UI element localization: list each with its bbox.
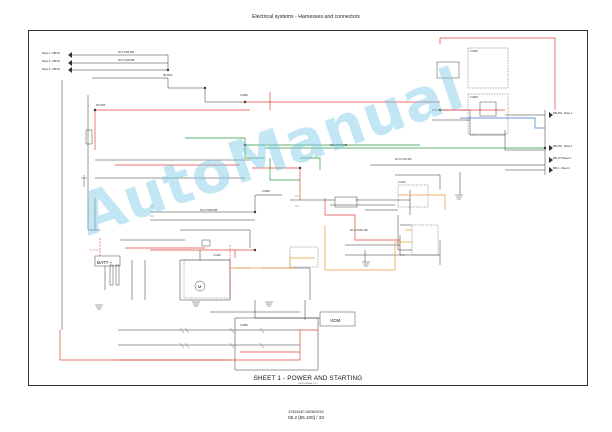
sheet-ref-right: 886-150 - Sheet 1	[553, 112, 573, 115]
diagram-labels: Sheet 1 - 886-50 Sheet 2 - 086-50 Sheet …	[42, 50, 573, 327]
sheet-ref-left: Sheet 1 - 886-50	[42, 52, 60, 55]
ground-icon	[265, 301, 273, 307]
battery-label: BATT +	[97, 260, 113, 265]
connector-ticks	[150, 195, 299, 349]
sheet-ref-right: 886-1 - Sheet 4	[553, 167, 570, 170]
ground-icon	[192, 301, 200, 307]
fuse-box	[436, 61, 460, 79]
fuse-icon	[81, 175, 87, 187]
battery-cell	[109, 264, 114, 286]
ground-icon	[362, 261, 370, 267]
connector-id: X-0093	[470, 96, 478, 99]
sheet-ref-left: Sheet 3 - 086-50	[42, 68, 60, 71]
connector-id: X-0069	[240, 324, 248, 327]
diagram-frame	[28, 30, 588, 386]
motor-label: M	[198, 284, 201, 289]
connector-id: X-0082	[262, 190, 270, 193]
connector-id: X-0126	[213, 254, 221, 257]
battery-box	[94, 255, 121, 267]
wire-tag: NC 0.5 GN 150	[395, 158, 412, 161]
fuse-icon	[201, 239, 211, 247]
ground-icon	[455, 194, 463, 200]
wires-red-dashed	[90, 238, 231, 300]
dashed-frames	[183, 47, 509, 299]
sheet-title: SHEET 1 - POWER AND STARTING	[253, 375, 363, 382]
sheet-arrows	[68, 52, 553, 173]
connector-id: X-0065	[240, 94, 248, 97]
connector-id: X-0052	[470, 50, 478, 53]
sheet-ref-right: 886-150 - Sheet 2	[553, 145, 573, 148]
wire-tag: NC 0.75 YE 235	[330, 144, 348, 147]
sheet-ref-right: 886-174 Sheet 3	[553, 157, 571, 160]
vcm-box	[319, 311, 356, 327]
junctions	[93, 68, 547, 252]
wire-tag: NC 2.0 BK 086	[118, 51, 135, 54]
wires-blue	[460, 117, 545, 129]
footer-doc: 47624540 26/06/2015	[288, 410, 324, 414]
relay-icon	[479, 101, 497, 117]
sheet-subtitle: 84557489SAS 1/1 1	[298, 383, 318, 385]
connector-id: SP-0043	[163, 74, 173, 77]
vcm-label: VCM	[330, 318, 340, 323]
relay-box	[334, 196, 358, 208]
connector-id: SP-0046	[96, 104, 106, 107]
components	[81, 61, 497, 327]
ground-icon	[95, 304, 103, 310]
wire-tag: NC 0.75 BK 086	[200, 209, 218, 212]
footer-page: 55.2 [55.100] / 33	[288, 415, 324, 420]
wire-tag: NC 0.75 RD 106	[350, 229, 368, 232]
page-header: Electrical systems - Harnesses and conne…	[252, 14, 360, 20]
wires-green	[185, 137, 545, 181]
wires-red	[59, 37, 556, 361]
battery-cell	[115, 264, 120, 286]
diode-icon	[85, 129, 93, 145]
wire-tag: NC 2.0 RD 086	[118, 59, 135, 62]
wires-orange	[230, 194, 446, 271]
connector-id: X-0113	[398, 181, 406, 184]
sheet-ref-left: Sheet 2 - 086-50	[42, 60, 60, 63]
starter-motor-icon	[194, 280, 206, 292]
